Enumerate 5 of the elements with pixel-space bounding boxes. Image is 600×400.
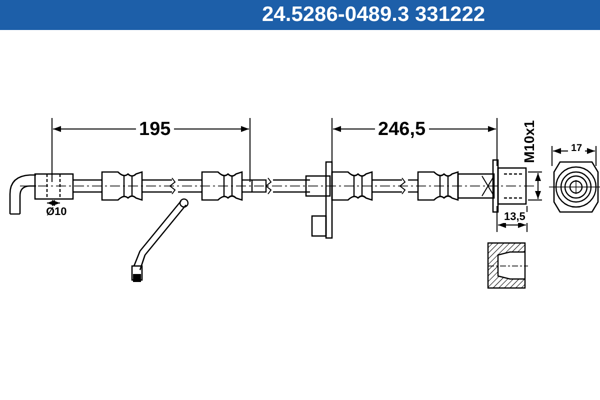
part-number: 24.5286-0489.3	[262, 2, 410, 28]
dimension-label: 13,5	[501, 212, 528, 223]
reference-number: 331222	[415, 2, 486, 28]
dimension-label: 17	[568, 144, 586, 154]
dimension-label: 246,5	[375, 120, 429, 139]
